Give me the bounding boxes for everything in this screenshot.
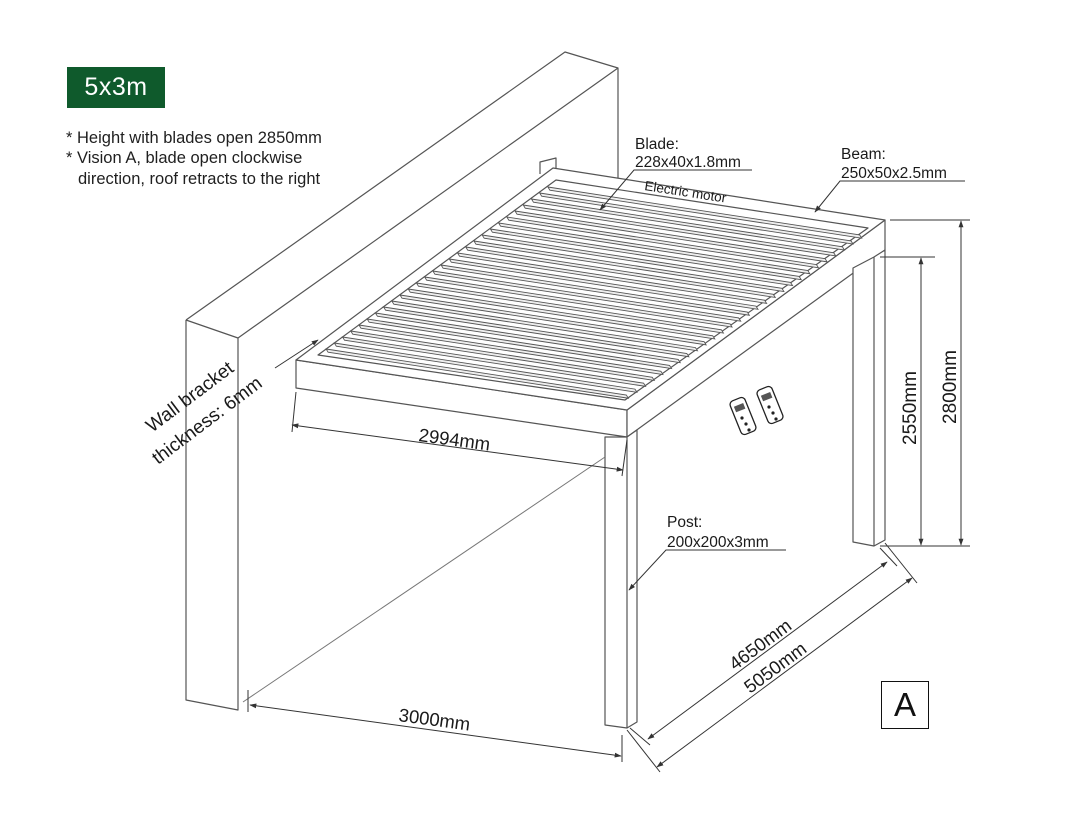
roof-blade	[464, 246, 777, 299]
roof-blade	[456, 252, 768, 304]
roof-blade	[415, 282, 725, 334]
dim-height-total	[890, 219, 970, 546]
roof-blade	[546, 186, 863, 239]
roof-blade	[358, 324, 664, 376]
ground-line	[242, 456, 606, 703]
dim-depth-outer	[626, 542, 918, 773]
roof-blade	[407, 288, 716, 340]
roof-blade	[448, 258, 759, 310]
posts	[604, 249, 886, 729]
roof-blade	[514, 210, 829, 263]
wall-bracket-leader	[274, 339, 319, 369]
blade-label: Blade:	[635, 136, 679, 153]
note-bullet: *	[66, 149, 73, 167]
blade-leader	[599, 169, 752, 211]
note-vision: * Vision A, blade open clockwise	[66, 148, 302, 168]
beam-size-label: 250x50x2.5mm	[841, 165, 947, 182]
roof-blade	[489, 228, 803, 281]
note-bullet: *	[66, 129, 73, 147]
post-front	[604, 429, 638, 729]
note-text: Height with blades open 2850mm	[77, 129, 322, 147]
wall-bracket	[539, 157, 557, 174]
note-text: Vision A, blade open clockwise	[77, 149, 303, 167]
remote-control-icon	[729, 396, 757, 436]
post-leader	[628, 549, 786, 591]
roof-blade	[505, 216, 820, 269]
dim-width-top	[291, 391, 628, 477]
roof-blade	[431, 270, 742, 322]
note-text: direction, roof retracts to the right	[78, 170, 321, 188]
beam-leader	[814, 180, 965, 213]
roof-inner	[317, 179, 869, 401]
roof-blade	[522, 204, 837, 257]
roof-blade	[374, 312, 682, 364]
dim-height-clear-label: 2550mm	[900, 371, 921, 445]
leader-lines	[274, 169, 965, 591]
roof-blade	[497, 222, 811, 275]
remote-control-icon	[756, 385, 784, 425]
roof-blades	[325, 186, 863, 399]
roof-blade	[399, 294, 708, 346]
size-badge: 5x3m	[67, 67, 165, 108]
dim-height-total-label: 2800mm	[940, 350, 961, 424]
roof-blade	[366, 318, 673, 370]
view-marker: A	[881, 681, 929, 729]
roof-blade	[473, 240, 785, 293]
roof-blade	[390, 300, 699, 352]
roof-blade	[481, 234, 794, 287]
note-direction: direction, roof retracts to the right	[78, 169, 320, 189]
roof-blade	[325, 348, 630, 399]
beam-label: Beam:	[841, 146, 886, 163]
roof-blade	[341, 336, 647, 387]
dim-height-clear	[880, 256, 970, 547]
roof-blade	[382, 306, 690, 358]
roof-blade	[538, 192, 854, 245]
note-height: * Height with blades open 2850mm	[66, 128, 322, 148]
post-label: Post:	[667, 514, 702, 531]
roof-blade	[440, 264, 751, 316]
roof-blade	[530, 198, 846, 251]
blade-size-label: 228x40x1.8mm	[635, 154, 741, 171]
roof-blade	[423, 276, 733, 328]
post-size-label: 200x200x3mm	[667, 534, 769, 551]
dim-width-bottom	[247, 690, 623, 762]
dim-width-top-label: 2994mm	[417, 424, 491, 454]
post-back	[852, 249, 886, 547]
roof-blade	[349, 330, 656, 382]
roof-blade	[333, 342, 638, 393]
